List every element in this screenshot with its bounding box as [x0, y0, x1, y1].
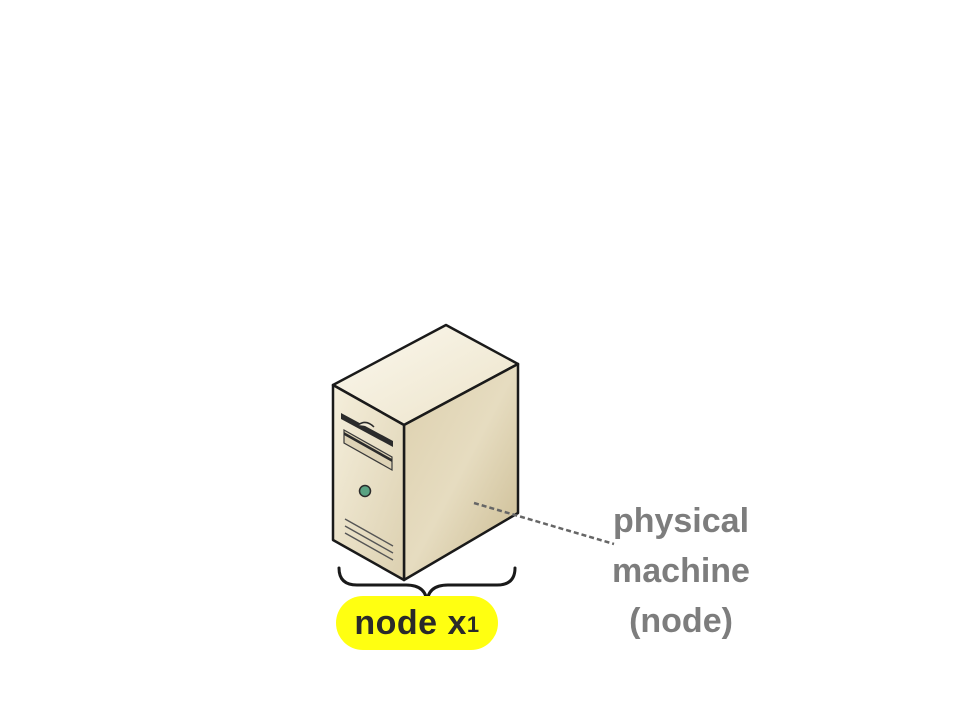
power-button-icon	[358, 484, 372, 498]
machine-label-line-3: (node)	[629, 602, 733, 640]
vent-lines	[344, 518, 394, 561]
drive-bay-lower	[343, 428, 393, 472]
connector-line	[473, 501, 615, 546]
machine-label-line-2: machine	[612, 552, 750, 590]
node-label-text: node x	[354, 603, 467, 642]
machine-label-line-1: physical	[612, 502, 750, 540]
drive-bay-upper	[341, 413, 393, 447]
physical-machine-label: physical machine (node)	[596, 496, 766, 646]
server-tower-icon	[331, 323, 520, 582]
